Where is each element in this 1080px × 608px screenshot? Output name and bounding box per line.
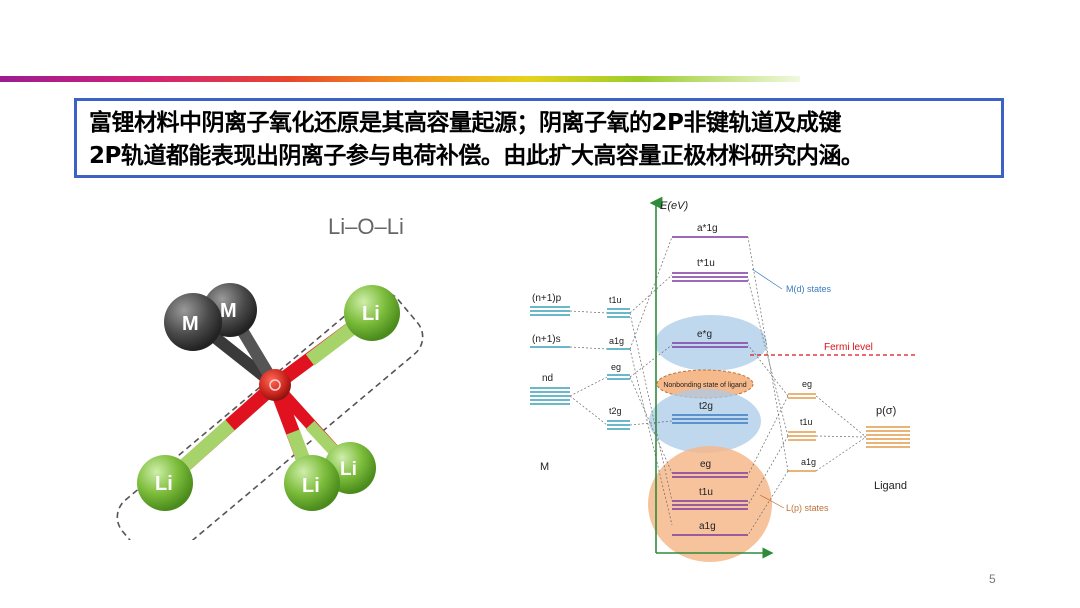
ligand-a1g: a1g — [801, 457, 816, 467]
atom-li-top — [344, 285, 400, 341]
mo-t1u: t1u — [699, 487, 713, 498]
energy-level-diagram: E(eV) Fermi level (n+1)p (n+1)s nd M t1u… — [530, 196, 915, 562]
mo-a1g: a1g — [699, 521, 716, 532]
nonbonding-label: Nonbonding state of ligand — [663, 382, 746, 389]
atom-m-front — [164, 293, 222, 351]
li-o-li-structure: Li–O–Li M M Li Li Li Li — [116, 214, 424, 540]
mo-eg-star: e*g — [697, 329, 712, 340]
axis-label: E(eV) — [660, 200, 688, 212]
ligand-t1u: t1u — [800, 417, 813, 427]
atom-li-bottom — [284, 455, 340, 511]
split-eg: eg — [611, 362, 621, 372]
ligand-label: Ligand — [874, 480, 907, 492]
mo-t1u-star: t*1u — [697, 258, 715, 269]
split-t1u: t1u — [609, 295, 622, 305]
lp-states-region — [648, 446, 772, 562]
ligand-group-label: p(σ) — [876, 405, 896, 417]
atom-li-top-label: Li — [362, 303, 380, 325]
title-box: 富锂材料中阴离子氧化还原是其高容量起源；阴离子氧的2P非键轨道及成键 2P轨道都… — [74, 98, 1004, 178]
atom-oxygen — [259, 369, 291, 401]
metal-levels — [530, 306, 630, 430]
metal-connectors — [569, 236, 673, 526]
ligand-levels — [788, 393, 910, 472]
rainbow-divider — [0, 76, 800, 82]
md-states-label: M(d) states — [786, 284, 832, 294]
structure-caption: Li–O–Li — [328, 214, 404, 239]
ligand-eg: eg — [802, 379, 812, 389]
mo-t2g: t2g — [699, 401, 713, 412]
title-line-1: 富锂材料中阴离子氧化还原是其高容量起源；阴离子氧的2P非键轨道及成键 — [89, 110, 841, 136]
li-o-li-enclosure — [116, 291, 424, 540]
t2g-region — [649, 389, 761, 453]
atom-m-front-label: M — [182, 313, 199, 335]
atom-li-right-label: Li — [340, 459, 357, 480]
mo-levels — [672, 236, 748, 536]
lp-states-label: L(p) states — [786, 503, 829, 513]
ligand-connectors — [747, 236, 867, 536]
md-pointer — [751, 268, 783, 290]
split-t2g: t2g — [609, 406, 622, 416]
split-a1g: a1g — [609, 336, 624, 346]
fermi-label: Fermi level — [824, 342, 873, 353]
metal-level-ns: (n+1)s — [532, 334, 561, 345]
metal-label: M — [540, 461, 549, 473]
mo-a1g-star: a*1g — [697, 223, 718, 234]
atom-li-left-label: Li — [155, 473, 173, 495]
atom-li-bottom-label: Li — [302, 475, 320, 497]
mo-eg: eg — [700, 459, 711, 470]
atom-m-back-label: M — [220, 300, 237, 322]
title-line-2: 2P轨道都能表现出阴离子参与电荷补偿。由此扩大高容量正极材料研究内涵。 — [89, 143, 864, 169]
metal-level-np: (n+1)p — [532, 293, 562, 304]
atom-li-left — [137, 455, 193, 511]
page-number: 5 — [989, 572, 996, 586]
oxygen-highlight — [269, 379, 281, 391]
lp-pointer — [759, 494, 785, 509]
metal-level-nd: nd — [542, 373, 553, 384]
